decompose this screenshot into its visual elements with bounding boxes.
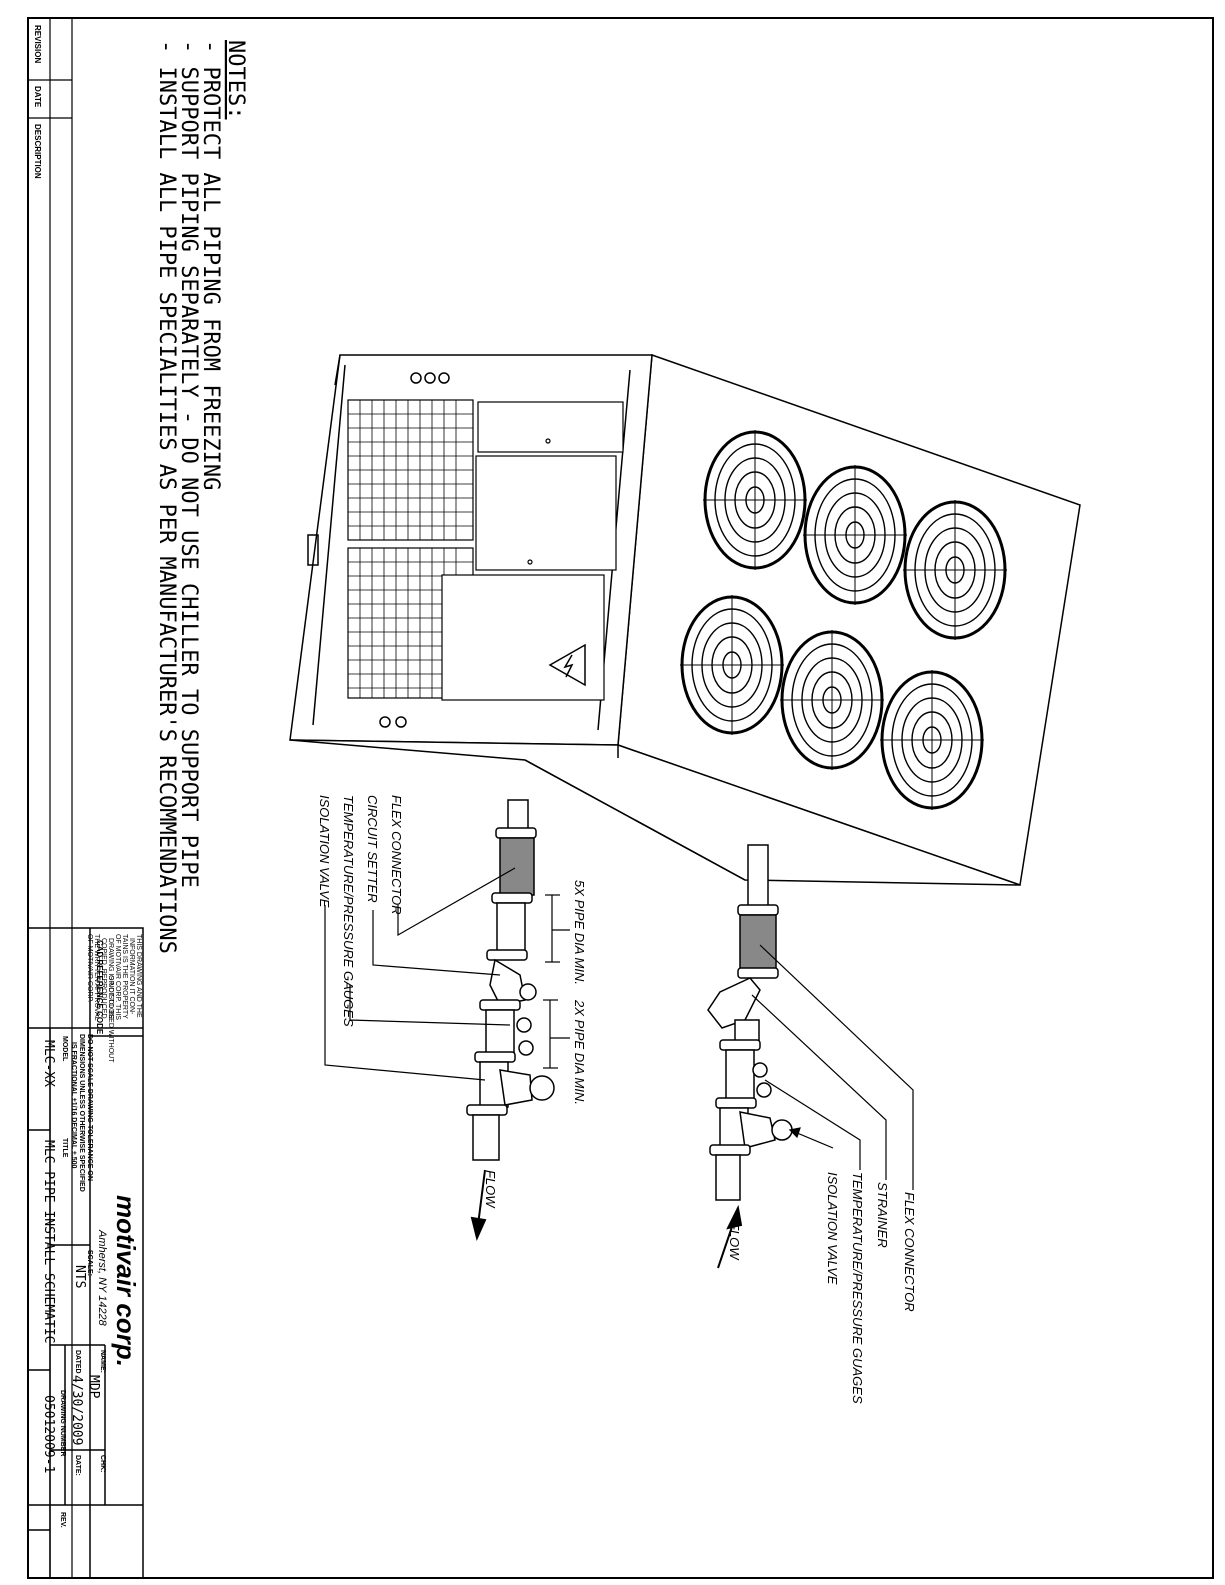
date-label: DATE: — [74, 1455, 81, 1476]
disclaimer-line-2: INFORMATION IT CON- — [128, 938, 135, 1015]
upper-flex-connector-label: FLEX CONNECTOR — [902, 1192, 917, 1312]
lower-pipe-run — [466, 799, 555, 1161]
upper-isolation-valve — [739, 1111, 776, 1149]
disclaimer-line-8: THE WRITTEN APPROVAL — [93, 934, 100, 1021]
conduit-knockouts — [379, 372, 450, 728]
fan-6 — [880, 670, 984, 810]
tolerance-note-3: IS FRACTIONAL ±1/16 DECIMAL ±.500 — [70, 1042, 77, 1169]
model-value: MLC-XX — [41, 1040, 56, 1087]
upper-flow-arrow — [717, 1204, 743, 1269]
lower-flex-connector-label: FLEX CONNECTOR — [389, 795, 404, 915]
lower-circuit-setter — [489, 958, 526, 1006]
dimension-2x-label: 2X PIPE DIA MIN. — [572, 999, 587, 1105]
fan-1 — [703, 430, 807, 570]
dimension-5x-label: 5X PIPE DIA MIN. — [572, 880, 587, 985]
tolerance-note-1: DO NOT SCALE DRAWING-TOLERANCE ON — [86, 1034, 93, 1181]
upper-strainer — [707, 977, 761, 1029]
cad-reference-label: CAD REFERENCE CODE — [95, 940, 104, 1035]
title-block — [27, 927, 144, 1579]
fan-4 — [680, 595, 784, 735]
drawing-number-value: 05012009-1 — [41, 1395, 56, 1473]
company-address: Amherst, NY 14228 — [96, 1229, 108, 1327]
company-logo-text: motivair corp. — [111, 1195, 141, 1367]
revision-label: REVISION — [33, 25, 42, 63]
lower-circuit-setter-label: CIRCUIT SETTER — [365, 795, 380, 903]
lower-flex-connector — [499, 837, 535, 896]
revision-date-label: DATE — [33, 86, 42, 108]
disclaimer-line-5: DRAWING IS NOT TO BE — [107, 938, 114, 1020]
title-label: TITLE — [61, 1138, 68, 1158]
upper-flex-connector — [739, 914, 777, 974]
drawing-number-label: DRAWING NUMBER — [59, 1390, 66, 1457]
upper-strainer-label: STRAINER — [875, 1182, 890, 1248]
note-install-specialities: - INSTALL ALL PIPE SPECIALITIES AS PER M… — [154, 40, 179, 954]
lower-gauge-2 — [518, 1040, 534, 1056]
model-label: MODEL — [61, 1036, 68, 1062]
revision-description-label: DESCRIPTION — [33, 124, 42, 179]
upper-flow-label: FLOW — [727, 1222, 742, 1261]
disclaimer-line-7: OR DISCLOSED WITHOUT — [107, 975, 114, 1063]
upper-pipe-run — [707, 844, 793, 1201]
dated-label: DATED — [74, 1350, 81, 1374]
condenser-coil-grilles — [347, 399, 474, 699]
note-support-piping: - SUPPORT PIPING SEPARATELY - DO NOT USE… — [176, 40, 201, 888]
lower-gauge-1 — [516, 1017, 532, 1033]
scale-label: SCALE: — [86, 1250, 93, 1276]
leader-lines — [324, 867, 914, 1190]
disclaimer-line-1: THIS DRAWING AND THE — [135, 934, 142, 1018]
disclaimer-line-3: TAINS IS THE PROPERTY — [121, 934, 128, 1019]
notes-heading: NOTES: — [223, 40, 248, 119]
chk-label: CHK: — [99, 1455, 106, 1473]
electrical-warning-icon — [548, 643, 586, 687]
upper-gauges-label: TEMPERATURE/PRESSURE GUAGES — [850, 1172, 865, 1404]
sheet-border — [27, 17, 1214, 1579]
fan-3 — [903, 500, 1007, 640]
title-value: MLC PIPE INSTALL SCHEMATIC — [41, 1140, 56, 1344]
disclaimer-line-4: OF MOTIVAIR CORP. THIS — [114, 934, 121, 1020]
name-label: NAME: — [99, 1350, 106, 1373]
upper-isolation-valve-label: ISOLATION VALVE — [825, 1172, 840, 1285]
lower-gauges-label: TEMPERATURE/PRESSURE GAUGES — [341, 795, 356, 1027]
dated-value: 4/30/2009 — [69, 1375, 84, 1445]
fan-5 — [780, 630, 884, 770]
disclaimer-line-6: COPIED, REPRODUCED — [100, 938, 107, 1019]
rev-label: REV. — [59, 1512, 66, 1528]
fan-2 — [803, 465, 907, 605]
disclaimer-line-9: OF MOTIVAIR CORP. — [86, 934, 93, 1002]
chiller-base — [289, 739, 1021, 886]
tolerance-note-2: DIMENSIONS UNLESS OTHERWISE SPECIFIED — [78, 1034, 85, 1192]
name-value: MDP — [86, 1375, 101, 1399]
scale-value: NTS — [72, 1265, 87, 1288]
lower-isolation-valve-label: ISOLATION VALVE — [317, 795, 332, 908]
upper-gauge-2 — [756, 1082, 772, 1098]
lower-flow-arrow — [470, 1169, 487, 1242]
note-protect-piping: - PROTECT ALL PIPING FROM FREEZING — [198, 40, 223, 490]
upper-gauge-1 — [752, 1062, 768, 1078]
fan-guards — [680, 430, 1007, 810]
lower-isolation-valve — [499, 1069, 533, 1106]
lower-flow-label: FLOW — [483, 1170, 498, 1209]
